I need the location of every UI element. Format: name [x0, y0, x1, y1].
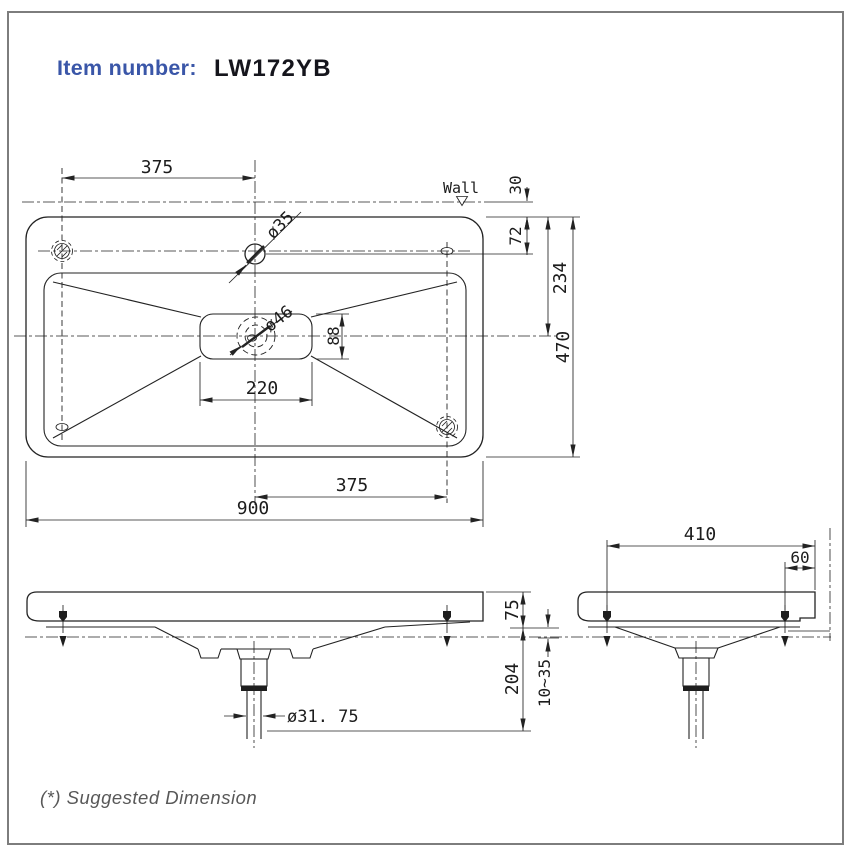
dim-recess-height: 88	[324, 326, 343, 345]
dim-overall-depth: 470	[553, 331, 574, 364]
wall-datum-triangle	[455, 196, 469, 207]
anchor-bolt-front-right	[443, 605, 451, 647]
plan-view: ø35 ø46 Wall 375 30 72	[14, 157, 580, 527]
item-number-label: Item number:	[57, 56, 197, 80]
dim-rear-to-faucet: 72	[506, 226, 525, 245]
faucet-hole	[244, 243, 266, 265]
basin-outer-outline	[25, 216, 484, 458]
dim-hanger-gap: 10~35	[535, 659, 554, 707]
dim-rim-to-pipe-end: 204	[502, 663, 523, 696]
drain-recess	[199, 313, 313, 360]
dim-hole-offset-left: 375	[141, 157, 174, 178]
dim-drain-dia: ø46	[261, 302, 298, 337]
dim-recess-width: 220	[246, 378, 279, 399]
dim-front-bolt-to-rear: 410	[684, 524, 717, 545]
slot-hole-top-right	[440, 247, 454, 255]
dim-hole-offset-right: 375	[336, 475, 369, 496]
anchor-bolt-front-left	[59, 605, 67, 647]
drain-hole	[229, 310, 293, 356]
anchor-bolt-side-rear	[781, 605, 789, 647]
dim-wall-clearance: 30	[506, 175, 525, 194]
front-view: 75 204 10~35 ø31. 75	[26, 591, 559, 748]
mount-boss-left	[197, 648, 222, 659]
dim-faucet-dia: ø35	[263, 208, 299, 244]
mount-boss-right	[289, 648, 314, 659]
dim-overall-width: 900	[237, 498, 270, 519]
drain-pipe-front	[236, 641, 272, 748]
anchor-hole-bottom-right	[436, 416, 458, 438]
wall-label: Wall	[443, 179, 479, 197]
slot-hole-bottom-left	[55, 423, 69, 431]
dim-rear-to-center: 234	[550, 262, 571, 295]
anchor-hole-top-left	[51, 240, 73, 262]
front-deck-outline	[26, 591, 484, 622]
item-number-value: LW172YB	[214, 55, 332, 82]
dim-pipe-dia: ø31. 75	[287, 707, 359, 727]
page-border	[7, 11, 844, 845]
dim-rim-height: 75	[502, 599, 523, 621]
suggested-dimension-note: (*) Suggested Dimension	[40, 787, 257, 808]
dim-rear-bolt-offset: 60	[790, 548, 809, 567]
side-deck-outline	[577, 591, 816, 622]
drain-pipe-side	[674, 641, 719, 748]
side-view: 410 60	[577, 524, 831, 748]
